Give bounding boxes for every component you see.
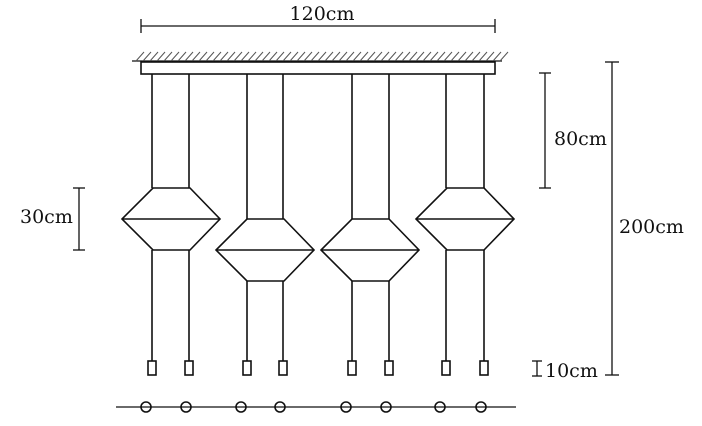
bulb [479, 360, 489, 376]
hatch-stroke [303, 51, 313, 62]
hatch-stroke [471, 51, 481, 62]
hatch-stroke [408, 51, 418, 62]
hatch-stroke [429, 51, 439, 62]
pendant-1 [120, 74, 222, 376]
hatch-stroke [394, 51, 404, 62]
bulb [184, 360, 194, 376]
hatch-stroke [443, 51, 453, 62]
hatch-stroke [240, 51, 250, 62]
bulb [278, 360, 288, 376]
width-dimension: 120cm [140, 3, 496, 33]
hatch-stroke [310, 51, 320, 62]
hatch-stroke [247, 51, 257, 62]
plan-view [116, 401, 516, 413]
bulb [441, 360, 451, 376]
hatch-stroke [331, 51, 341, 62]
hatch-stroke [254, 51, 264, 62]
hatch-stroke [163, 51, 173, 62]
hatch-stroke [177, 51, 187, 62]
bulb-height-dimension: 10cm [532, 360, 598, 382]
hatch-stroke [261, 51, 271, 62]
hatch-stroke [401, 51, 411, 62]
shade-height-dimension: 30cm [20, 187, 85, 251]
pendant-3 [319, 74, 421, 376]
plan-bulb-marker [380, 401, 392, 413]
drop-dimension: 80cm [539, 72, 607, 189]
hatch-stroke [282, 51, 292, 62]
hatch-stroke [422, 51, 432, 62]
pendant-2 [214, 74, 316, 376]
hatch-stroke [373, 51, 383, 62]
hatch-stroke [205, 51, 215, 62]
hatch-stroke [380, 51, 390, 62]
hatch-stroke [492, 51, 502, 62]
hatch-stroke [268, 51, 278, 62]
hatch-stroke [478, 51, 488, 62]
total-height-dimension: 200cm [605, 61, 684, 376]
bulb [242, 360, 252, 376]
pendant-4 [414, 74, 516, 376]
hatch-stroke [233, 51, 243, 62]
hatch-stroke [296, 51, 306, 62]
hatch-stroke [149, 51, 159, 62]
hatch-stroke [436, 51, 446, 62]
hatch-stroke [499, 51, 509, 62]
bulb [147, 360, 157, 376]
width-label: 120cm [290, 3, 355, 25]
hatch-stroke [212, 51, 222, 62]
ceiling-canopy [140, 61, 496, 75]
hatch-stroke [219, 51, 229, 62]
hatch-stroke [317, 51, 327, 62]
pendant-group [120, 74, 516, 376]
hatch-stroke [366, 51, 376, 62]
hatch-stroke [191, 51, 201, 62]
hatch-stroke [485, 51, 495, 62]
bulb [347, 360, 357, 376]
hatch-stroke [464, 51, 474, 62]
plan-bulb-marker [434, 401, 446, 413]
hatch-stroke [359, 51, 369, 62]
hatch-stroke [387, 51, 397, 62]
plan-bulb-marker [140, 401, 152, 413]
drop-label: 80cm [554, 128, 607, 150]
hatch-stroke [198, 51, 208, 62]
hatch-stroke [184, 51, 194, 62]
hatch-stroke [324, 51, 334, 62]
bulb [384, 360, 394, 376]
bulb-height-label: 10cm [545, 360, 598, 382]
plan-bulb-marker [475, 401, 487, 413]
hatch-stroke [289, 51, 299, 62]
ceiling-hatch [132, 51, 509, 62]
plan-bulb-marker [274, 401, 286, 413]
hatch-stroke [170, 51, 180, 62]
plan-bulb-marker [180, 401, 192, 413]
hatch-stroke [226, 51, 236, 62]
hatch-stroke [457, 51, 467, 62]
hatch-stroke [338, 51, 348, 62]
plan-bulb-marker [235, 401, 247, 413]
shade-height-label: 30cm [20, 206, 73, 228]
hatch-stroke [352, 51, 362, 62]
hatch-stroke [156, 51, 166, 62]
hatch-stroke [135, 51, 145, 62]
hatch-stroke [275, 51, 285, 62]
plan-bulb-marker [340, 401, 352, 413]
hatch-stroke [415, 51, 425, 62]
hatch-stroke [345, 51, 355, 62]
hatch-stroke [450, 51, 460, 62]
hatch-stroke [142, 51, 152, 62]
total-height-label: 200cm [619, 216, 684, 238]
